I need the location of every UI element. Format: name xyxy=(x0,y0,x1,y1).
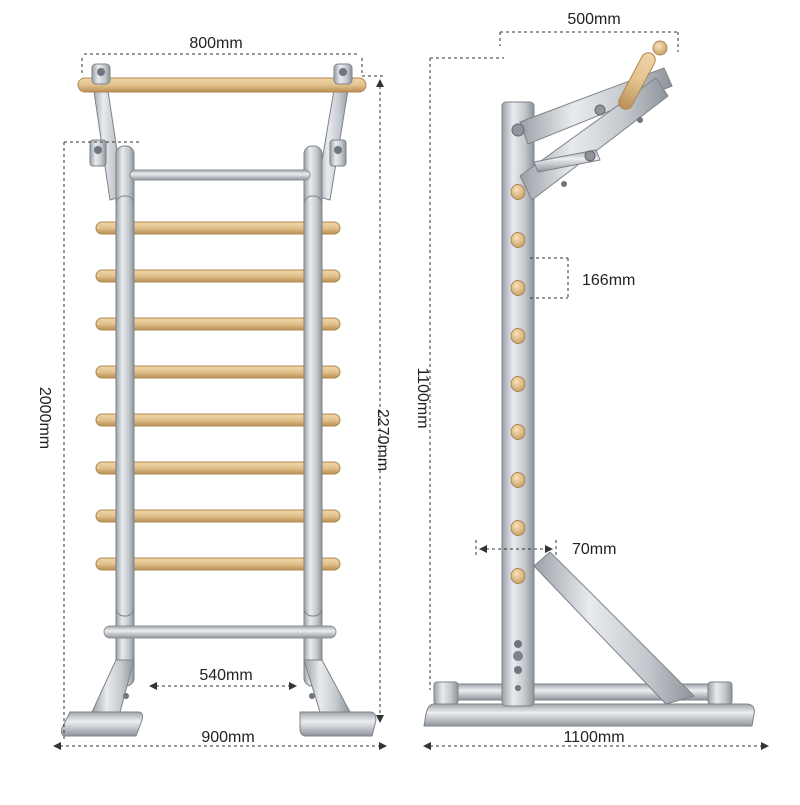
front-view: 800mm 2000mm 2270mm 540mm 900mm xyxy=(36,35,391,750)
side-main-post xyxy=(501,101,535,707)
dimension-post-width: 70mm xyxy=(475,540,616,558)
dimension-frame-height: 2000mm xyxy=(36,141,140,740)
wooden-rung xyxy=(95,365,341,379)
top-width-label: 800mm xyxy=(189,35,242,52)
wooden-rung xyxy=(95,221,341,235)
top-steel-crossbar xyxy=(129,169,311,181)
dimension-bar-extension: 500mm xyxy=(499,11,679,52)
bottom-steel-crossbar xyxy=(103,625,337,639)
side-base-label: 1100mm xyxy=(563,729,624,746)
side-arm-mechanism xyxy=(511,40,673,201)
top-pull-bar xyxy=(77,63,367,93)
frame-height-label: 2000mm xyxy=(36,387,53,449)
wooden-rung xyxy=(95,509,341,523)
dimension-side-height: 1100mm xyxy=(414,57,504,690)
upright-overlay xyxy=(303,195,323,617)
wooden-peg xyxy=(510,424,526,440)
foot-gap-label: 540mm xyxy=(199,667,252,684)
dimension-total-height: 2270mm xyxy=(362,75,391,723)
wooden-peg xyxy=(510,328,526,344)
side-pegs xyxy=(510,184,526,584)
base-width-label: 900mm xyxy=(201,729,254,746)
wooden-rung xyxy=(95,413,341,427)
dimension-top-width: 800mm xyxy=(81,35,363,76)
wooden-peg xyxy=(510,376,526,392)
wooden-rung xyxy=(95,269,341,283)
dimension-base-width: 900mm xyxy=(53,729,387,750)
bar-extension-label: 500mm xyxy=(567,11,620,28)
front-feet xyxy=(61,659,377,737)
side-view: 500mm 1100mm 166mm 70mm 1100mm xyxy=(414,11,769,750)
wooden-peg xyxy=(510,520,526,536)
upright-overlay xyxy=(115,195,135,617)
dimension-foot-gap: 540mm xyxy=(149,667,297,690)
side-base xyxy=(423,681,755,727)
side-height-label: 1100mm xyxy=(414,367,431,428)
peg-spacing-label: 166mm xyxy=(582,272,635,289)
wooden-rung xyxy=(95,461,341,475)
wooden-peg xyxy=(510,472,526,488)
wooden-peg xyxy=(510,184,526,200)
wooden-rungs xyxy=(95,195,341,617)
total-height-label: 2270mm xyxy=(374,409,391,471)
wooden-peg xyxy=(510,232,526,248)
wooden-peg xyxy=(510,568,526,584)
post-width-label: 70mm xyxy=(572,541,616,558)
wooden-rung xyxy=(95,557,341,571)
diagonal-brace xyxy=(533,551,695,705)
dimension-side-base: 1100mm xyxy=(423,729,769,750)
wooden-peg xyxy=(510,280,526,296)
dimension-peg-spacing: 166mm xyxy=(530,257,635,299)
wooden-rung xyxy=(95,317,341,331)
